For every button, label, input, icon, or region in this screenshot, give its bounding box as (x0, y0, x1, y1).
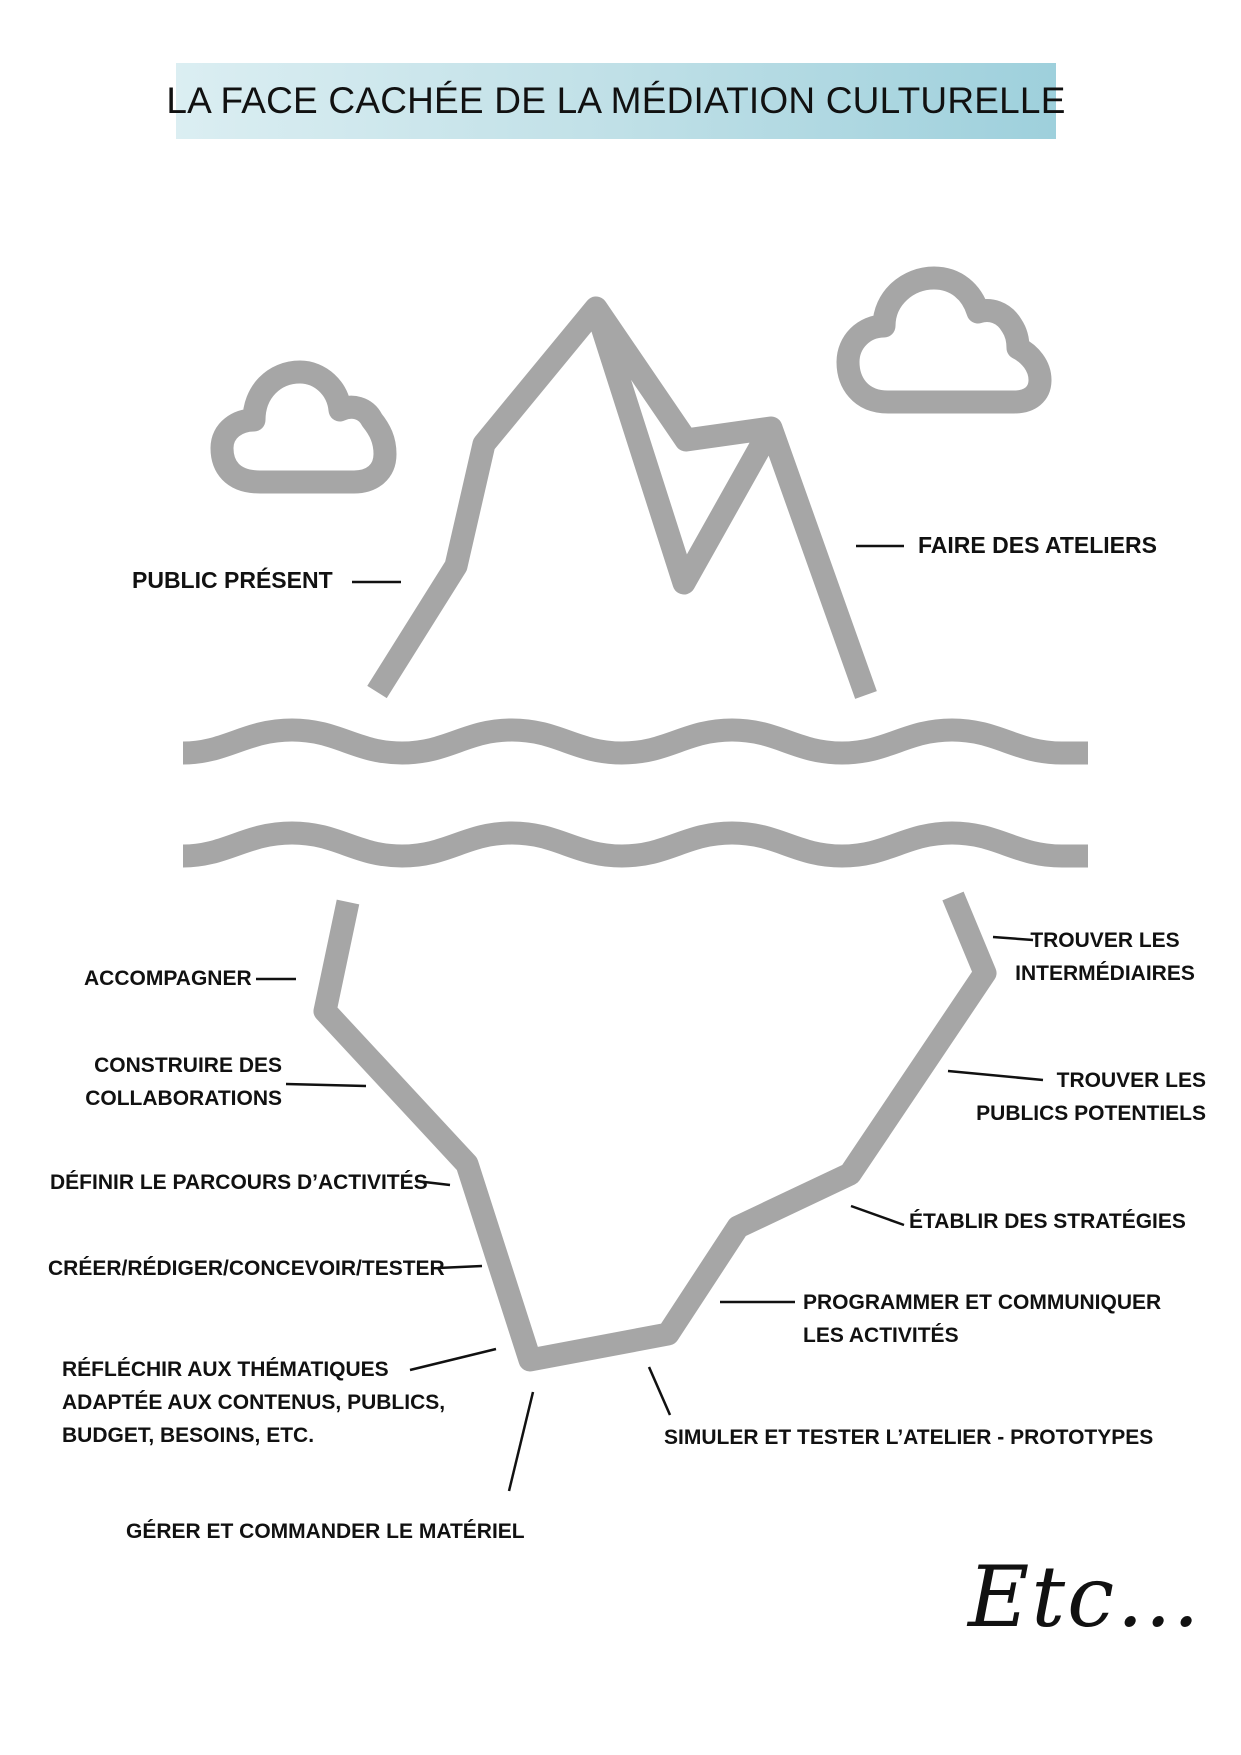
leader-line (507, 1391, 535, 1492)
cloud-icon (210, 360, 397, 494)
iceberg-base (313, 891, 997, 1372)
leader-line (409, 1347, 497, 1372)
etc-text: Etc… (968, 1548, 1203, 1646)
label-public-present: PUBLIC PRÉSENT (132, 567, 333, 593)
label-programmer: PROGRAMMER ET COMMUNIQUER LES ACTIVITÉS (803, 1291, 1162, 1347)
label-parcours: DÉFINIR LE PARCOURS D’ACTIVITÉS (50, 1171, 428, 1194)
page-title: LA FACE CACHÉE DE LA MÉDIATION CULTURELL… (166, 80, 1066, 121)
leader-line (437, 1264, 483, 1270)
label-intermediaires: TROUVER LES INTERMÉDIAIRES (1015, 929, 1195, 985)
label-construire-collaborations: CONSTRUIRE DES COLLABORATIONS (85, 1054, 282, 1110)
leader-line (285, 1082, 367, 1088)
label-faire-des-ateliers: FAIRE DES ATELIERS (918, 532, 1157, 558)
label-materiel: GÉRER ET COMMANDER LE MATÉRIEL (126, 1520, 525, 1543)
leader-line (415, 1179, 451, 1187)
wave-bottom (182, 821, 1088, 868)
leader-line (647, 1366, 672, 1416)
cloud-icon (836, 266, 1052, 414)
iceberg-tip (367, 296, 877, 699)
label-reflechir: RÉFLÉCHIR AUX THÉMATIQUES ADAPTÉE AUX CO… (62, 1358, 446, 1447)
label-creer: CRÉER/RÉDIGER/CONCEVOIR/TESTER (48, 1257, 445, 1280)
leader-line (992, 935, 1034, 942)
leader-line (947, 1069, 1044, 1082)
label-publics-potentiels: TROUVER LES PUBLICS POTENTIELS (976, 1069, 1206, 1125)
label-strategies: ÉTABLIR DES STRATÉGIES (909, 1210, 1186, 1233)
label-simuler: SIMULER ET TESTER L’ATELIER - PROTOTYPES (664, 1426, 1154, 1449)
label-accompagner: ACCOMPAGNER (84, 967, 252, 990)
title-banner: LA FACE CACHÉE DE LA MÉDIATION CULTURELL… (166, 63, 1065, 139)
wave-top (182, 718, 1088, 765)
leader-line (850, 1204, 905, 1227)
